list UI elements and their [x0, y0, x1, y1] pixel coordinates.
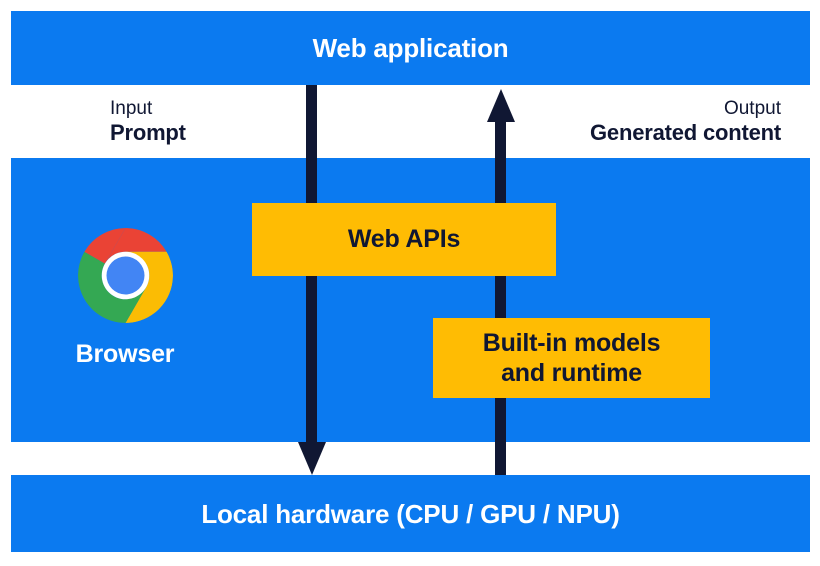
input-flow-label: Input Prompt [110, 98, 186, 146]
output-flow-kind: Output [723, 98, 781, 119]
box-builtin-models-label-line2: and runtime [501, 359, 642, 387]
box-builtin-models-label: Built-in models and runtime [483, 328, 661, 389]
band-web-application: Web application [11, 11, 810, 85]
band-local-hardware: Local hardware (CPU / GPU / NPU) [11, 475, 810, 552]
input-flow-kind: Input [110, 98, 153, 119]
chrome-logo-icon [77, 228, 173, 323]
output-flow-arrow-head-up-icon [487, 89, 515, 122]
band-local-hardware-label: Local hardware (CPU / GPU / NPU) [201, 499, 620, 529]
output-flow-label: Output Generated content [590, 98, 781, 146]
output-flow-arrow-shaft [495, 115, 506, 475]
input-flow-value: Prompt [110, 120, 186, 146]
box-web-apis: Web APIs [252, 203, 556, 276]
output-flow-value: Generated content [590, 120, 781, 146]
box-builtin-models-label-line1: Built-in models [482, 328, 661, 357]
browser-identity-group: Browser [45, 228, 205, 369]
box-web-apis-label: Web APIs [347, 225, 461, 254]
band-browser-label: Browser [75, 340, 175, 368]
band-web-application-label: Web application [312, 33, 509, 63]
input-flow-arrow-head-down-icon [298, 442, 326, 475]
box-builtin-models: Built-in models and runtime [433, 318, 710, 398]
